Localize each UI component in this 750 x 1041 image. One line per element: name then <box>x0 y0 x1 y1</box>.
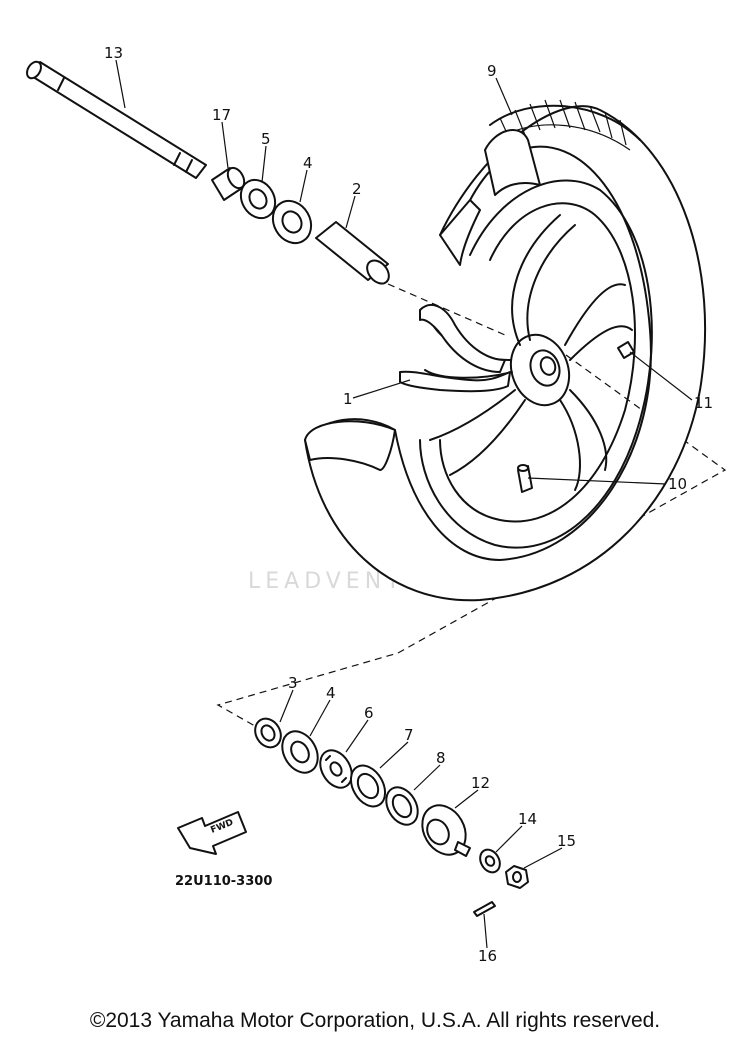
callout-17: 17 <box>212 106 231 124</box>
callout-4-upper: 4 <box>303 154 313 172</box>
copyright-notice: ©2013 Yamaha Motor Corporation, U.S.A. A… <box>89 1009 661 1032</box>
diagram-code: 22U110-3300 <box>175 874 272 889</box>
callout-10: 10 <box>668 475 687 493</box>
meter-gear-unit <box>421 804 471 857</box>
leader-lines <box>115 59 693 949</box>
callout-15: 15 <box>557 832 576 850</box>
plain-washer <box>479 848 501 874</box>
alignment-line-upper <box>387 283 506 336</box>
callout-16: 16 <box>478 947 497 965</box>
oil-seal-lower <box>254 717 282 749</box>
alignment-line-lower <box>216 354 727 731</box>
callout-13: 13 <box>104 44 123 62</box>
callout-2: 2 <box>352 180 362 198</box>
callout-3: 3 <box>288 674 298 692</box>
spacer <box>315 221 390 285</box>
forward-arrow-icon: FWD <box>177 811 247 855</box>
bearing-upper <box>271 199 313 245</box>
cast-wheel <box>304 99 707 602</box>
drive-gear <box>349 764 387 808</box>
axle <box>26 60 207 179</box>
cotter-pin <box>473 901 496 917</box>
callout-8: 8 <box>436 749 446 767</box>
callout-14: 14 <box>518 810 537 828</box>
callout-4-lower: 4 <box>326 684 336 702</box>
callout-7: 7 <box>404 726 414 744</box>
oil-seal-upper <box>239 178 277 220</box>
callout-12: 12 <box>471 774 490 792</box>
callout-1: 1 <box>343 390 353 408</box>
callout-9: 9 <box>487 62 497 80</box>
bearing-lower <box>281 730 319 774</box>
callout-5: 5 <box>261 130 271 148</box>
callout-11: 11 <box>694 394 713 412</box>
callout-6: 6 <box>364 704 374 722</box>
axle-nut <box>505 865 529 889</box>
clutch-plate <box>319 749 353 789</box>
thrust-washer <box>385 786 419 826</box>
